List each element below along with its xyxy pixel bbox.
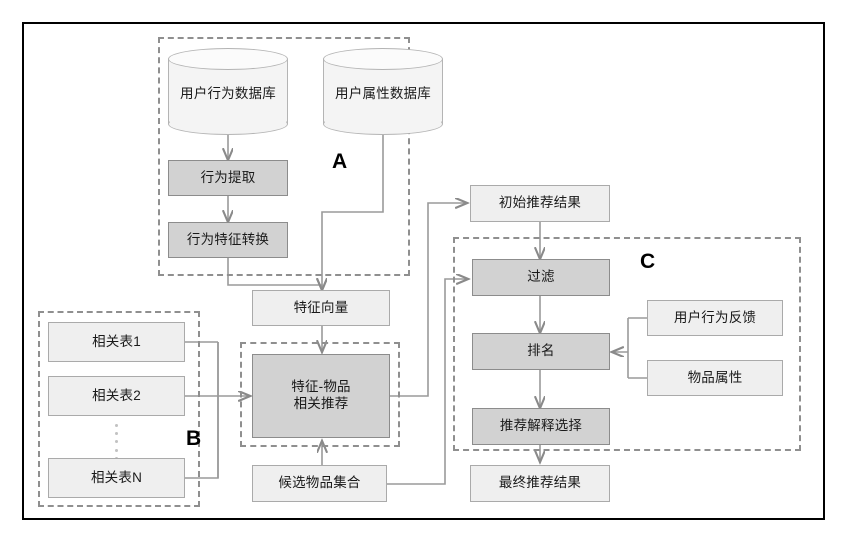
node-behavior-feature-transform[interactable]: 行为特征转换	[168, 222, 288, 258]
node-candidate-item-set[interactable]: 候选物品集合	[252, 465, 387, 502]
node-feature-item-recommend[interactable]: 特征-物品 相关推荐	[252, 354, 390, 438]
group-b-boundary	[38, 311, 200, 507]
group-a-boundary	[158, 37, 410, 276]
group-b-label: B	[186, 427, 202, 450]
db-user-attribute-label: 用户属性数据库	[335, 85, 431, 101]
db-user-behavior[interactable]: 用户行为数据库	[168, 48, 288, 135]
node-feature-vector[interactable]: 特征向量	[252, 290, 390, 326]
cylinder-top	[323, 48, 443, 70]
node-final-recommend-result[interactable]: 最终推荐结果	[470, 465, 610, 502]
node-relation-table-2[interactable]: 相关表2	[48, 376, 185, 416]
cylinder-mask	[169, 112, 287, 124]
group-a-label: A	[332, 150, 348, 173]
cylinder-mask	[324, 112, 442, 124]
node-relation-table-1[interactable]: 相关表1	[48, 322, 185, 362]
node-initial-recommend-result[interactable]: 初始推荐结果	[470, 185, 610, 222]
node-recommend-explanation-select[interactable]: 推荐解释选择	[472, 408, 610, 445]
group-core-boundary	[240, 342, 400, 447]
group-c-label: C	[640, 250, 656, 273]
node-user-behavior-feedback[interactable]: 用户行为反馈	[647, 300, 783, 336]
group-c-boundary	[453, 237, 801, 451]
node-behavior-extraction[interactable]: 行为提取	[168, 160, 288, 196]
node-item-attribute[interactable]: 物品属性	[647, 360, 783, 396]
db-user-attribute[interactable]: 用户属性数据库	[323, 48, 443, 135]
node-filter[interactable]: 过滤	[472, 259, 610, 296]
node-ranking[interactable]: 排名	[472, 333, 610, 370]
node-relation-table-n[interactable]: 相关表N	[48, 458, 185, 498]
cylinder-top	[168, 48, 288, 70]
db-user-behavior-label: 用户行为数据库	[180, 85, 276, 101]
